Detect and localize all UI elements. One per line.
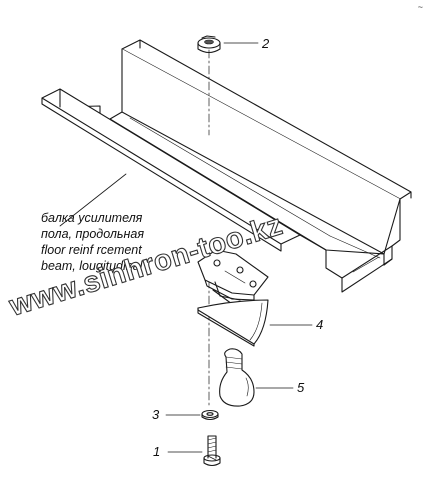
bulb-part-5 bbox=[219, 348, 255, 407]
floor-reinforcement-beam bbox=[41, 39, 412, 293]
beam-label-ru-1: балка усилителя bbox=[41, 211, 143, 225]
washer-part-3 bbox=[201, 409, 219, 421]
callout-3: 3 bbox=[152, 407, 160, 422]
callout-4: 4 bbox=[316, 317, 324, 332]
screw-part-1 bbox=[203, 435, 221, 467]
lamp-holder-bracket bbox=[197, 249, 269, 305]
beam-label-en-1: floor reinf rcement bbox=[41, 243, 142, 257]
nut-part-2 bbox=[197, 35, 221, 54]
corner-mark: ~ bbox=[417, 2, 423, 12]
callout-2: 2 bbox=[262, 36, 270, 51]
leader-line-beam bbox=[59, 173, 127, 227]
beam-label-ru-2: пола, продольная bbox=[41, 227, 145, 241]
lamp-reflector-part-4 bbox=[197, 299, 269, 347]
beam-label-en-2: beam, lougitudinal bbox=[41, 259, 143, 273]
beam-label: балка усилителя пола, продольная floor r… bbox=[41, 210, 211, 274]
callout-1: 1 bbox=[153, 444, 161, 459]
callout-5: 5 bbox=[297, 380, 305, 395]
